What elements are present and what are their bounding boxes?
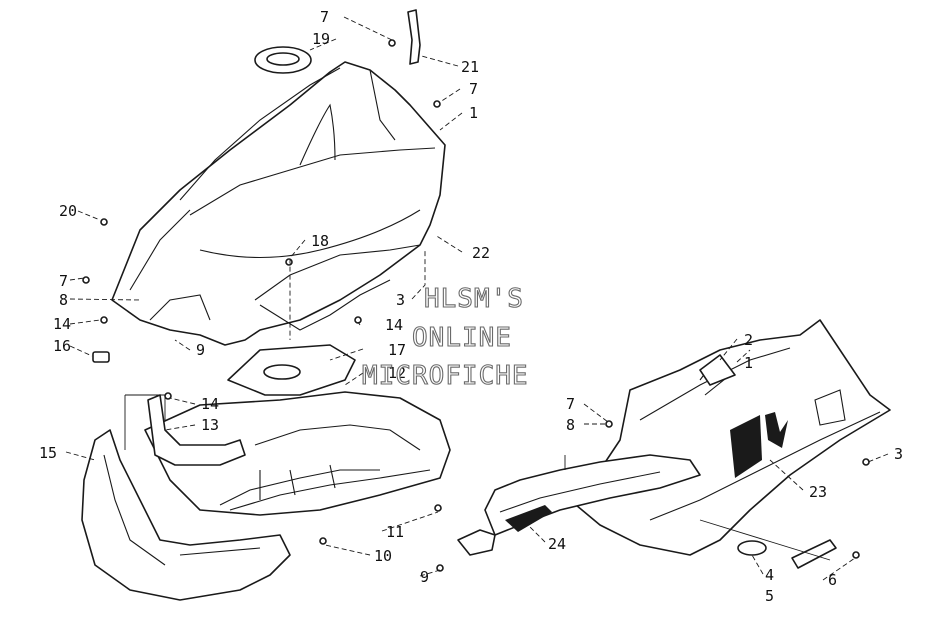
callout-label: 11	[386, 523, 404, 541]
callout-label: 21	[461, 58, 479, 76]
callout-label: 14	[385, 316, 403, 334]
callout-label: 3	[396, 291, 405, 309]
rail-decal-part	[505, 505, 552, 532]
callout-label: 18	[311, 232, 329, 250]
fastener-set	[82, 39, 870, 572]
grommet-part	[92, 351, 110, 363]
callout-label: 1	[469, 104, 478, 122]
callout-label: 14	[201, 395, 219, 413]
callout-label: 8	[59, 291, 68, 309]
plate-part	[737, 540, 767, 556]
callout-label: 7	[59, 272, 68, 290]
watermark-line-2: ONLINE	[412, 323, 512, 353]
callout-label: 9	[420, 568, 429, 586]
trim-panel-part	[699, 354, 736, 386]
callout-label: 5	[765, 587, 774, 605]
callout-label: 17	[388, 341, 406, 359]
leader-lines	[65, 16, 889, 581]
callout-label: 15	[39, 444, 57, 462]
callout-label: 2	[744, 331, 753, 349]
callout-label: 7	[469, 80, 478, 98]
upper-hood-part	[111, 61, 446, 346]
callout-label: 16	[53, 337, 71, 355]
watermark-line-3: MICROFICHE	[362, 361, 529, 391]
callout-label: 7	[320, 8, 329, 26]
front-bumper-part	[81, 429, 291, 601]
callout-label: 3	[894, 445, 903, 463]
callout-label: 13	[201, 416, 219, 434]
side-panel-part	[569, 319, 891, 556]
support-bracket-part	[147, 394, 246, 466]
callout-label: 10	[374, 547, 392, 565]
callout-label: 12	[388, 364, 406, 382]
watermark: HLSM'S ONLINE MICROFICHE	[361, 283, 529, 391]
callout-label: 9	[196, 341, 205, 359]
callout-label: 8	[566, 416, 575, 434]
bracket-part	[407, 9, 421, 65]
seal-ring-part	[254, 46, 312, 74]
trim-strip-part	[791, 539, 837, 569]
callout-label: 20	[59, 202, 77, 220]
callout-label: 4	[765, 566, 774, 584]
callout-label: 23	[809, 483, 827, 501]
callout-label: 7	[566, 395, 575, 413]
belly-pan-part	[144, 391, 451, 516]
callout-label: 14	[53, 315, 71, 333]
callout-labels: 7 19 21 7 1 20 18 22 7 8 3 14 14 16 9 17…	[39, 8, 903, 605]
decal-part	[730, 412, 788, 478]
watermark-line-1: HLSM'S	[424, 284, 524, 314]
dash-panel-part	[227, 344, 356, 396]
callout-label: 19	[312, 30, 330, 48]
callout-label: 22	[472, 244, 490, 262]
callout-label: 24	[548, 535, 566, 553]
callout-label: 1	[744, 354, 753, 372]
mount-bracket-part	[457, 529, 496, 556]
callout-label: 6	[828, 571, 837, 589]
